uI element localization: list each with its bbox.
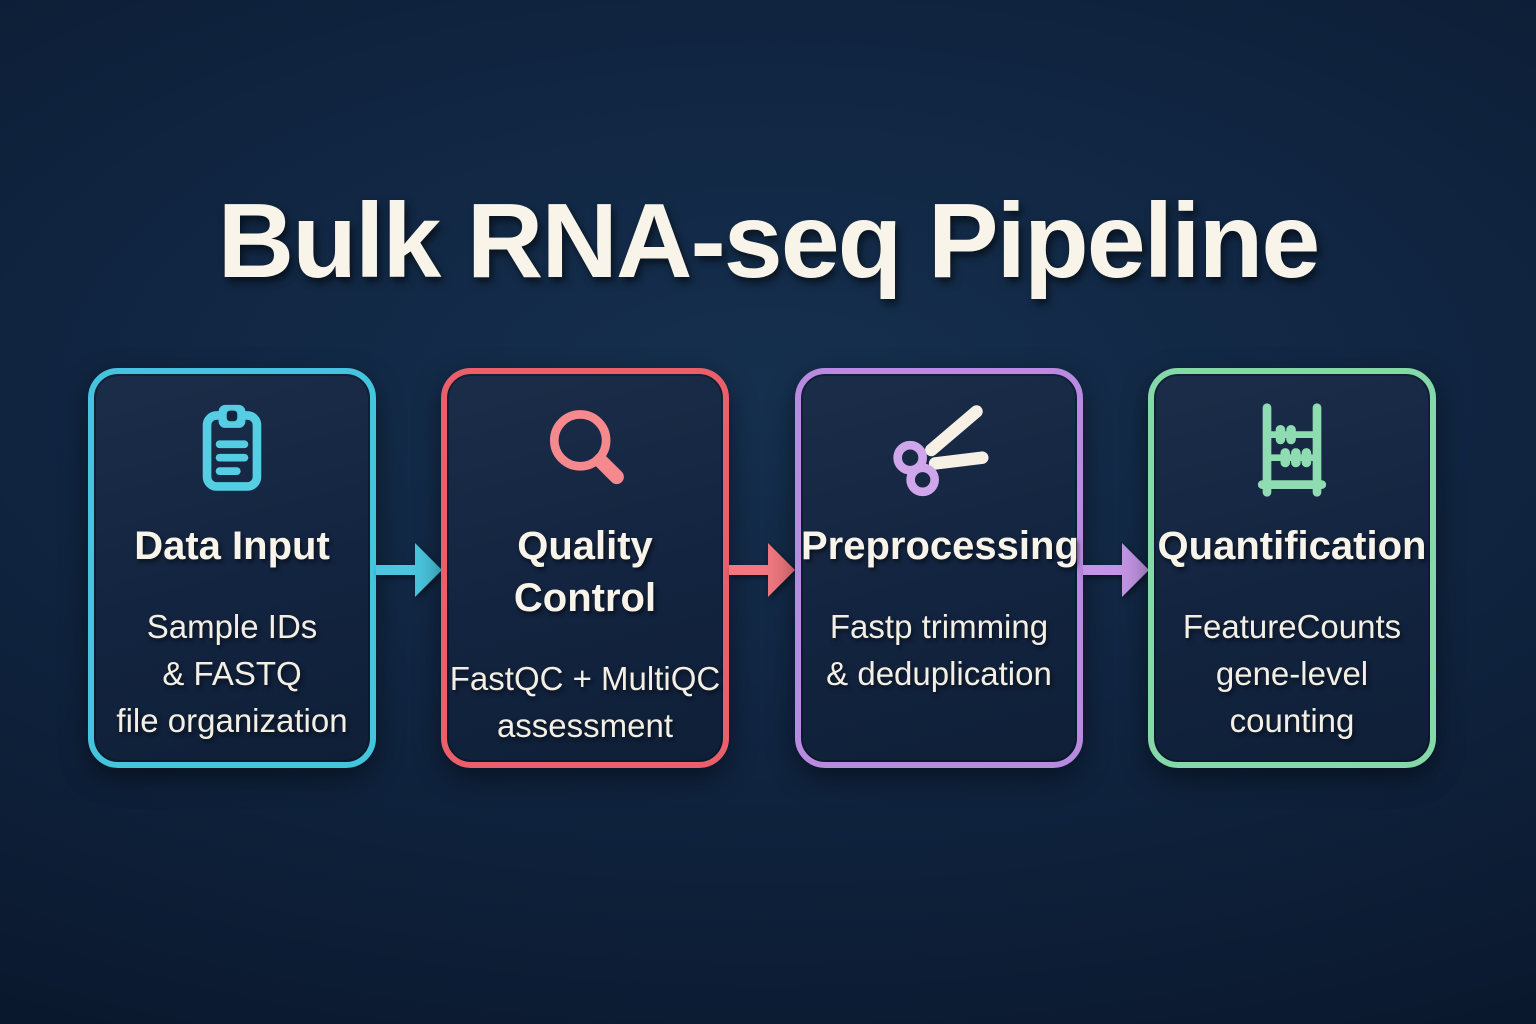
arrow-data-input-to-quality-control — [376, 538, 444, 602]
arrow-preprocessing-to-quantification — [1083, 538, 1151, 602]
abacus-icon — [1257, 403, 1327, 497]
step-subtitle: Fastp trimming & deduplication — [826, 608, 1052, 692]
scissors-icon — [893, 405, 989, 497]
step-box-quality-control: Quality Control FastQC + MultiQC assessm… — [441, 368, 729, 768]
step-icon-wrap — [94, 396, 370, 504]
arrow-right-icon — [1083, 543, 1149, 597]
arrow-right-icon — [376, 543, 442, 597]
step-subtitle: FastQC + MultiQC assessment — [449, 660, 721, 744]
page-title: Bulk RNA-seq Pipeline — [217, 182, 1321, 301]
magnifier-icon — [549, 410, 624, 485]
step-title: Preprocessing — [801, 524, 1079, 568]
clipboard-icon — [202, 404, 262, 491]
arrow-right-icon — [729, 543, 795, 597]
step-box-preprocessing: Preprocessing Fastp trimming & deduplica… — [795, 368, 1083, 768]
step-subtitle: FeatureCounts gene-level counting — [1182, 608, 1402, 739]
step-box-data-input: Data Input Sample IDs & FASTQ file organ… — [88, 368, 376, 768]
step-title: Data Input — [134, 524, 330, 568]
step-title: Quality Control — [513, 524, 657, 620]
step-icon-wrap — [1154, 396, 1430, 504]
step-box-quantification: Quantification FeatureCounts gene-level … — [1148, 368, 1436, 768]
arrow-quality-control-to-preprocessing — [729, 538, 797, 602]
step-icon-wrap — [801, 396, 1077, 504]
step-icon-wrap — [447, 396, 723, 504]
step-title: Quantification — [1157, 524, 1427, 568]
step-subtitle: Sample IDs & FASTQ file organization — [116, 608, 348, 739]
